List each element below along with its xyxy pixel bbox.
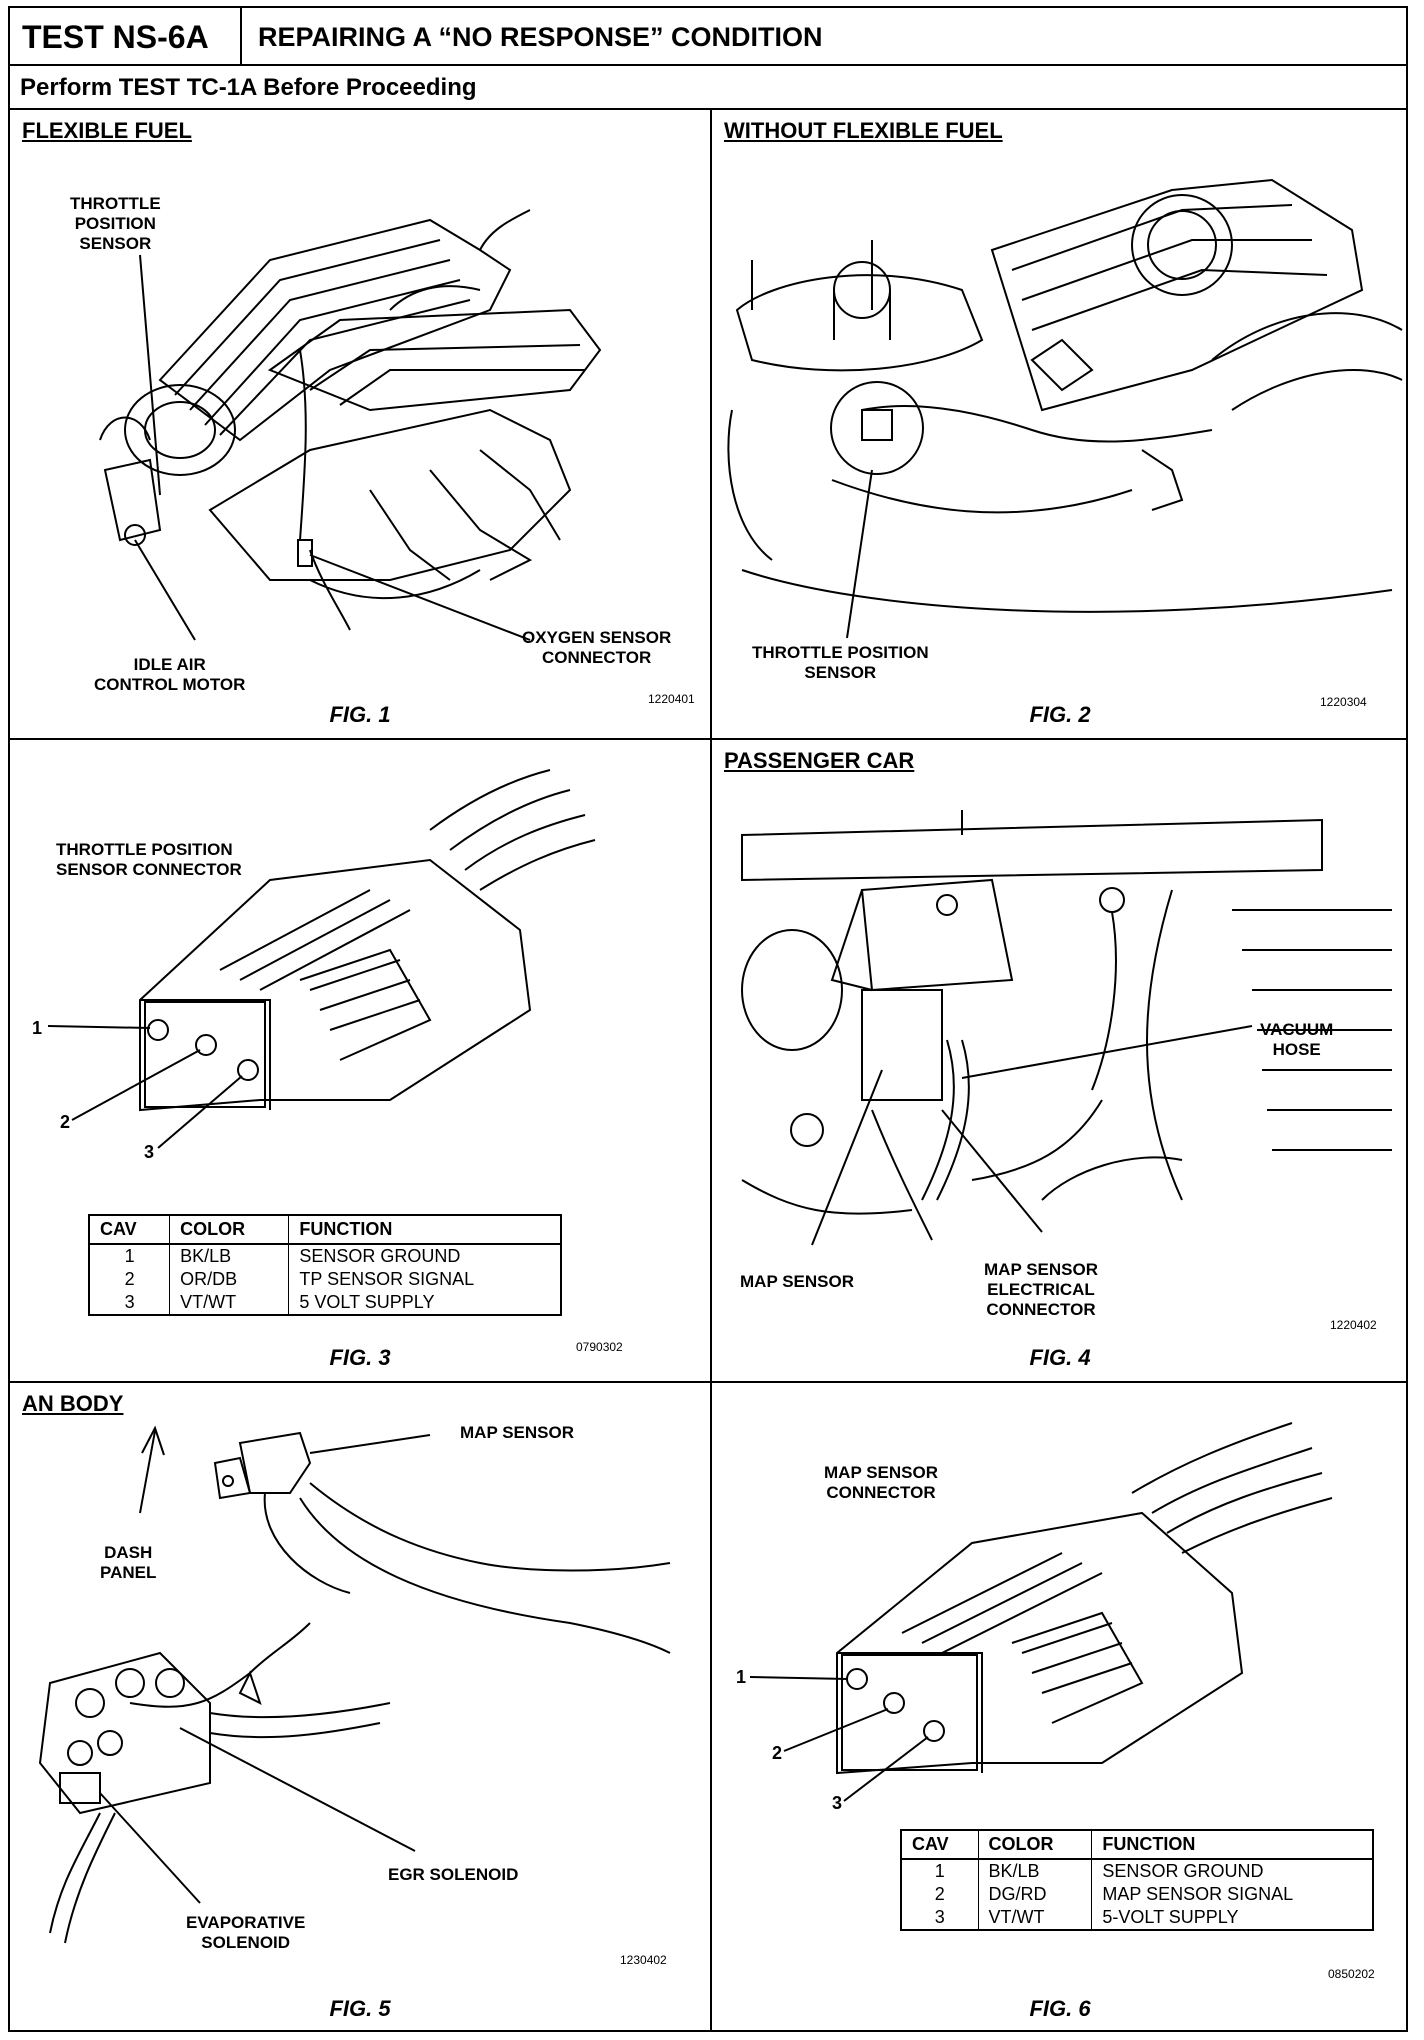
figure-6-caption: FIG. 6 [1029,1996,1091,2021]
pin-2-label: 2 [60,1112,71,1132]
engine-flexible-fuel-illustration [99,209,602,641]
col-color: COLOR [169,1215,290,1245]
figure-1-section-title: FLEXIBLE FUEL [22,118,192,143]
figure-2-panel: WITHOUT FLEXIBLE FUEL [712,110,1408,738]
engine-without-flexible-fuel-illustration [727,178,1403,639]
label-throttle-position-sensor: THROTTLE POSITION SENSOR [70,194,161,253]
figure-2-code: 1220304 [1320,695,1367,709]
test-title: REPAIRING A “NO RESPONSE” CONDITION [258,22,823,52]
figure-1-panel: FLEXIBLE FUEL [10,110,710,738]
tps-connector-illustration [47,769,596,1149]
figure-1-code: 1220401 [648,692,695,706]
cell-cav: 1 [89,1244,171,1268]
grid-divider-row1 [10,738,1406,740]
table-row: 3 VT/WT 5-VOLT SUPPLY [901,1906,1373,1930]
figure-6-code: 0850202 [1328,1967,1375,1981]
figure-6-panel: MAP SENSOR CONNECTOR 1 2 3 CAV COLOR FUN… [712,1383,1408,2032]
cell-color: OR/DB [169,1268,290,1291]
cell-cav: 2 [89,1268,171,1291]
passenger-car-map-sensor-illustration [741,810,1392,1246]
label-map-sensor-electrical-connector: MAP SENSOR ELECTRICAL CONNECTOR [984,1260,1098,1319]
cell-color: VT/WT [978,1906,1093,1930]
figure-5-panel: AN BODY [10,1383,710,2032]
label-idle-air-control-motor: IDLE AIR CONTROL MOTOR [94,655,246,694]
cell-cav: 2 [901,1883,979,1906]
pin-1-label: 1 [32,1018,43,1038]
label-map-sensor: MAP SENSOR [740,1272,854,1291]
pin-1-label-6: 1 [736,1667,747,1687]
figure-4-panel: PASSENGER CAR [712,740,1408,1381]
figure-5-caption: FIG. 5 [329,1996,391,2021]
pin-3-label: 3 [144,1142,155,1162]
label-dash-panel: DASH PANEL [100,1543,157,1582]
table-row: 3 VT/WT 5 VOLT SUPPLY [89,1291,561,1315]
label-egr-solenoid: EGR SOLENOID [388,1865,519,1884]
pin-2-label-6: 2 [772,1743,783,1763]
label-evaporative-solenoid: EVAPORATIVE SOLENOID [186,1913,306,1952]
figure-4-section-title: PASSENGER CAR [724,748,915,773]
cell-cav: 1 [901,1859,979,1883]
service-manual-page: TEST NS-6A REPAIRING A “NO RESPONSE” CON… [8,6,1408,2032]
figure-1-caption: FIG. 1 [329,702,391,727]
figure-3-panel: THROTTLE POSITION SENSOR CONNECTOR 1 2 3… [10,740,710,1381]
table-row: 2 DG/RD MAP SENSOR SIGNAL [901,1883,1373,1906]
col-cav: CAV [89,1215,171,1245]
figure-3-caption: FIG. 3 [329,1345,391,1370]
table-header-row: CAV COLOR FUNCTION [901,1830,1373,1860]
cell-cav: 3 [901,1906,979,1930]
table-row: 2 OR/DB TP SENSOR SIGNAL [89,1268,561,1291]
cell-color: BK/LB [169,1244,290,1268]
figure-4-code: 1220402 [1330,1318,1377,1332]
cell-cav: 3 [89,1291,171,1315]
cell-function: SENSOR GROUND [1102,1861,1264,1881]
cell-function: 5 VOLT SUPPLY [299,1292,435,1312]
table-row: 1 BK/LB SENSOR GROUND [89,1244,561,1268]
grid-divider-row2 [10,1381,1406,1383]
table-row: 1 BK/LB SENSOR GROUND [901,1859,1373,1883]
grid-divider-vertical [710,110,712,2032]
label-tps-connector: THROTTLE POSITION SENSOR CONNECTOR [56,840,242,879]
cell-function: SENSOR GROUND [299,1246,461,1266]
col-cav: CAV [901,1830,979,1860]
an-body-map-sensor-illustration [38,1425,671,1944]
header-row: TEST NS-6A REPAIRING A “NO RESPONSE” CON… [10,8,1406,66]
figure-2-caption: FIG. 2 [1029,702,1091,727]
test-id: TEST NS-6A [10,8,242,66]
label-map-sensor-5: MAP SENSOR [460,1423,574,1442]
figure-4-caption: FIG. 4 [1029,1345,1091,1370]
subheader-row: Perform TEST TC-1A Before Proceeding [10,66,1406,110]
label-oxygen-sensor-connector: OXYGEN SENSOR CONNECTOR [522,628,672,667]
table-header-row: CAV COLOR FUNCTION [89,1215,561,1245]
figure-5-code: 1230402 [620,1953,667,1967]
col-function: FUNCTION [1091,1830,1373,1860]
map-sensor-connector-illustration [749,1422,1333,1802]
label-vacuum-hose: VACUUM HOSE [1260,1020,1334,1059]
prerequisite-note: Perform TEST TC-1A Before Proceeding [20,74,477,101]
col-function: FUNCTION [288,1215,561,1245]
cell-function: MAP SENSOR SIGNAL [1102,1884,1294,1904]
cell-color: BK/LB [978,1859,1093,1883]
label-map-sensor-connector: MAP SENSOR CONNECTOR [824,1463,938,1502]
cell-color: DG/RD [978,1883,1093,1906]
label-throttle-position-sensor-2: THROTTLE POSITION SENSOR [752,643,929,682]
figure-3-code: 0790302 [576,1340,623,1354]
figure-2-section-title: WITHOUT FLEXIBLE FUEL [724,118,1003,143]
cell-color: VT/WT [169,1291,290,1315]
tps-pinout-table: CAV COLOR FUNCTION 1 BK/LB SENSOR GROUND… [88,1214,562,1316]
pin-3-label-6: 3 [832,1793,843,1813]
cell-function: 5-VOLT SUPPLY [1102,1907,1239,1927]
figure-5-section-title: AN BODY [22,1391,124,1416]
col-color: COLOR [978,1830,1093,1860]
cell-function: TP SENSOR SIGNAL [299,1269,475,1289]
map-pinout-table: CAV COLOR FUNCTION 1 BK/LB SENSOR GROUND… [900,1829,1374,1931]
